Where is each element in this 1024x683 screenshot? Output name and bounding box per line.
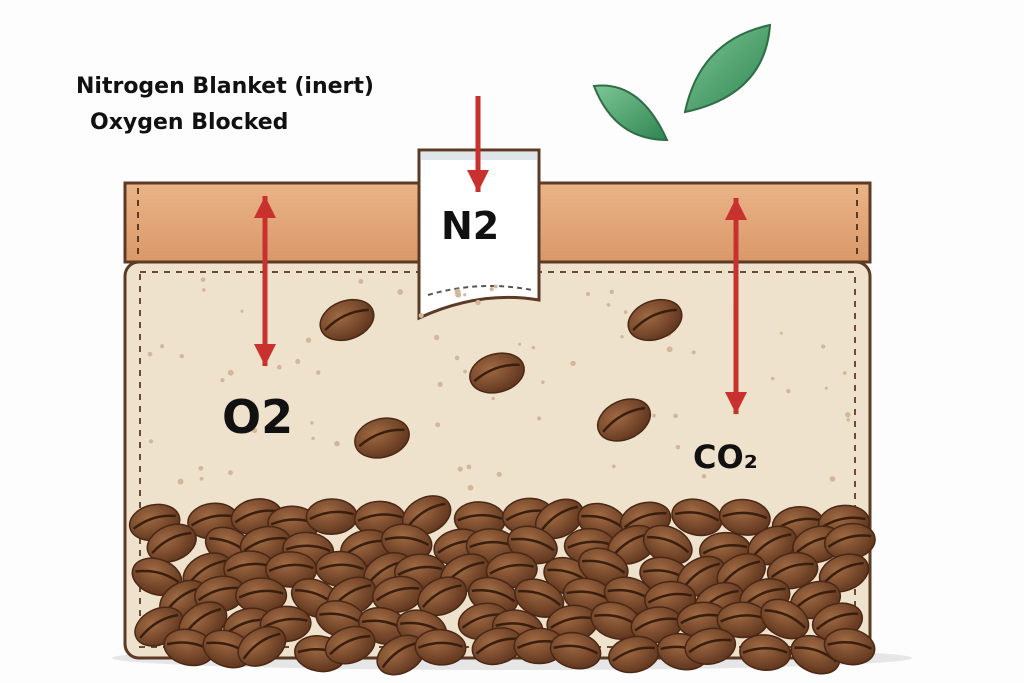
coffee-bean bbox=[739, 634, 792, 672]
coffee-bean bbox=[380, 523, 433, 562]
leaf-icon bbox=[592, 23, 772, 142]
coffee-bean bbox=[718, 498, 771, 536]
coffee-bean bbox=[372, 575, 424, 614]
coffee-bean bbox=[146, 523, 197, 563]
coffee-bean bbox=[627, 298, 683, 342]
coffee-bean bbox=[319, 298, 375, 342]
coffee-bean bbox=[684, 627, 737, 665]
title-line-1: Nitrogen Blanket (inert) bbox=[76, 74, 374, 99]
coffee-bean bbox=[414, 628, 467, 666]
co2-label: CO₂ bbox=[693, 438, 758, 476]
coffee-bean bbox=[643, 524, 693, 565]
coffee-bean bbox=[305, 498, 358, 535]
arrow-head bbox=[467, 170, 489, 192]
coffee-bean bbox=[823, 522, 876, 561]
coffee-bean bbox=[131, 557, 183, 597]
coffee-bean bbox=[376, 634, 426, 676]
coffee-bean bbox=[766, 551, 819, 590]
arrow-head bbox=[725, 392, 747, 414]
gas-arrows bbox=[254, 96, 747, 414]
coffee-bean bbox=[818, 553, 870, 593]
arrow-head bbox=[254, 344, 276, 366]
o2-label: O2 bbox=[222, 390, 294, 444]
coffee-beans bbox=[128, 298, 876, 676]
n2-label: N2 bbox=[441, 204, 500, 248]
coffee-bean bbox=[823, 628, 876, 666]
title-line-2: Oxygen Blocked bbox=[90, 110, 289, 135]
arrow-head bbox=[254, 196, 276, 218]
coffee-bean bbox=[237, 625, 287, 667]
coffee-bean bbox=[469, 352, 525, 394]
coffee-bean bbox=[324, 625, 376, 665]
coffee-bean bbox=[534, 498, 585, 540]
coffee-bean bbox=[417, 576, 468, 617]
container-seam bbox=[139, 271, 856, 648]
n2-valve bbox=[417, 148, 541, 321]
coffee-bean bbox=[354, 417, 410, 459]
coffee-bean bbox=[235, 577, 288, 614]
coffee-bean bbox=[549, 631, 602, 670]
coffee-bean bbox=[760, 598, 810, 640]
coffee-bean bbox=[596, 398, 652, 442]
arrow-head bbox=[725, 198, 747, 220]
coffee-bean bbox=[471, 627, 523, 666]
coffee-bean bbox=[265, 551, 318, 588]
